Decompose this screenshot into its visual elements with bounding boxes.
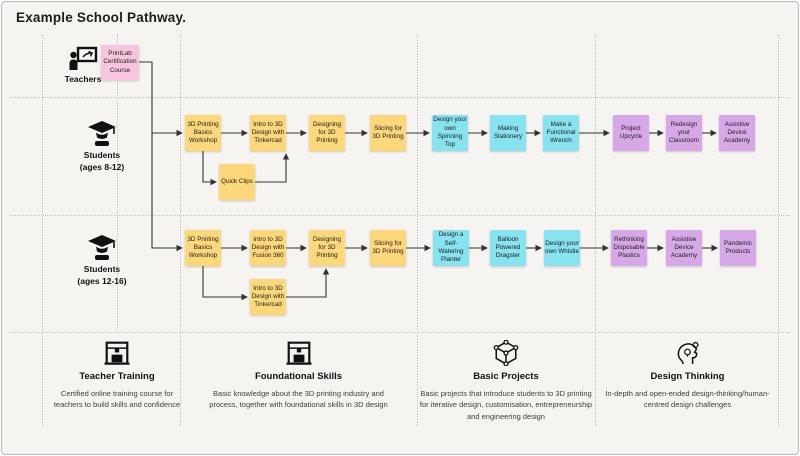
legend-title: Foundational Skills bbox=[254, 371, 343, 382]
sticky-note-intro-to-3d-design-with-fusion-360[interactable]: Intro to 3D Design with Fusion 360 bbox=[250, 230, 286, 266]
legend-description: Basic projects that introduce students t… bbox=[419, 389, 593, 421]
phase-divider bbox=[117, 35, 118, 332]
sticky-note-slicing-for-3d-printing[interactable]: Slicing for 3D Printing bbox=[370, 230, 406, 266]
3d-printer-icon bbox=[286, 340, 312, 366]
page-title: Example School Pathway. bbox=[16, 10, 187, 25]
sticky-note-make-a-functional-wrench[interactable]: Make a Functional Wrench bbox=[543, 115, 579, 151]
lane-label-text: Students(ages 12-16) bbox=[77, 264, 127, 286]
sticky-note-designing-for-3d-printing[interactable]: Designing for 3D Printing bbox=[309, 230, 345, 266]
lane-label-text: Teachers bbox=[64, 74, 102, 84]
sticky-note-printlab-certification-course[interactable]: PrintLab Certification Course bbox=[101, 45, 139, 80]
legend-title: Design Thinking bbox=[650, 371, 725, 382]
sticky-note-assistive-device-academy[interactable]: Assistive Device Academy bbox=[719, 115, 755, 151]
lane-divider bbox=[10, 332, 790, 333]
sticky-note-intro-to-3d-design-with-tinkercad[interactable]: Intro to 3D Design with Tinkercad bbox=[250, 115, 286, 151]
sticky-note-making-stationery[interactable]: Making Stationery bbox=[490, 115, 526, 151]
design-thinking-head-icon bbox=[675, 340, 701, 366]
legend-foundational-skills: Foundational Skills Basic knowledge abou… bbox=[180, 340, 417, 411]
sticky-note-slicing-for-3d-printing[interactable]: Slicing for 3D Printing bbox=[370, 115, 406, 151]
legend-basic-projects: Basic Projects Basic projects that intro… bbox=[417, 340, 595, 422]
legend-teacher-training: Teacher Training Certified online traini… bbox=[47, 340, 187, 411]
legend-title: Basic Projects bbox=[473, 371, 539, 382]
3d-printer-icon bbox=[104, 340, 130, 366]
sticky-note-3d-printing-basics-workshop[interactable]: 3D Printing Basics Workshop bbox=[185, 115, 221, 151]
lane-divider bbox=[10, 215, 790, 216]
sticky-note-assistive-device-academy[interactable]: Assistive Device Academy bbox=[666, 230, 702, 266]
sticky-note-pandemic-products[interactable]: Pandemic Products bbox=[720, 230, 756, 266]
phase-divider bbox=[42, 35, 43, 427]
legend-title: Teacher Training bbox=[79, 371, 155, 382]
sticky-note-design-a-self-watering-planter[interactable]: Design a Self-Watering Planter bbox=[433, 230, 469, 266]
sticky-note-redesign-your-classroom[interactable]: Redesign your Classroom bbox=[666, 115, 702, 151]
sticky-note-design-your-own-spinning-top[interactable]: Design your own Spinning Top bbox=[432, 115, 468, 151]
sticky-note-quick-clips[interactable]: Quick Clips bbox=[219, 164, 255, 200]
sticky-note-balloon-powered-dragster[interactable]: Balloon Powered Dragster bbox=[490, 230, 526, 266]
legend-design-thinking: Design Thinking In-depth and open-ended … bbox=[595, 340, 780, 411]
sticky-note-design-your-own-whistle[interactable]: Design your own Whistle bbox=[544, 230, 580, 266]
sticky-note-intro-to-3d-design-with-tinkercad[interactable]: Intro to 3D Design with Tinkercad bbox=[250, 279, 286, 315]
legend-description: In-depth and open-ended design-thinking/… bbox=[605, 389, 770, 410]
lane-label-students-8-12: Students(ages 8-12) bbox=[57, 120, 147, 174]
sticky-note-designing-for-3d-printing[interactable]: Designing for 3D Printing bbox=[309, 115, 345, 151]
sticky-note-rethinking-disposable-plastics[interactable]: Rethinking Disposable Plastics bbox=[611, 230, 647, 266]
legend-description: Basic knowledge about the 3D printing in… bbox=[209, 389, 388, 410]
graduate-icon bbox=[87, 120, 117, 147]
graduate-icon bbox=[87, 234, 117, 261]
legend-description: Certified online training course for tea… bbox=[53, 389, 181, 410]
lane-label-teachers: Teachers bbox=[46, 46, 120, 86]
lane-label-text: Students(ages 8-12) bbox=[79, 150, 125, 172]
sticky-note-project-upcycle[interactable]: Project Upcycle bbox=[613, 115, 649, 151]
wireframe-cube-icon bbox=[493, 340, 519, 366]
phase-divider bbox=[417, 35, 418, 427]
sticky-note-3d-printing-basics-workshop[interactable]: 3D Printing Basics Workshop bbox=[185, 230, 221, 266]
lane-label-students-12-16: Students(ages 12-16) bbox=[57, 234, 147, 288]
phase-divider bbox=[778, 35, 779, 427]
presenter-icon bbox=[68, 46, 98, 71]
phase-divider bbox=[595, 35, 596, 427]
lane-divider bbox=[10, 97, 790, 98]
